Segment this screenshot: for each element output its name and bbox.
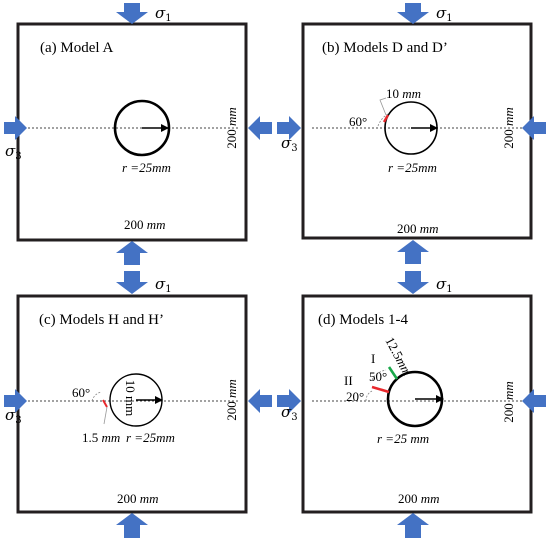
crack xyxy=(102,399,108,408)
height-dimension: 200 mm xyxy=(224,379,239,421)
sigma3-right-arrow xyxy=(248,116,272,140)
radius-label: r =25mm xyxy=(122,160,171,175)
crack-I-label: I xyxy=(371,351,375,366)
width-dimension: 200 mm xyxy=(398,491,440,506)
crack-I xyxy=(387,366,399,380)
height-dimension: 200 mm xyxy=(501,381,516,423)
specimen-frame xyxy=(301,22,533,240)
sigma3-left-arrow xyxy=(277,116,301,140)
angle-arc-II xyxy=(365,390,373,402)
sigma1-top-arrow xyxy=(397,271,429,294)
angle-arc xyxy=(91,391,102,402)
radius-label: r =25mm xyxy=(388,160,437,175)
width-dimension: 200 mm xyxy=(397,221,439,236)
crack-II-label: II xyxy=(344,373,353,388)
crack xyxy=(382,114,390,123)
offset-leader xyxy=(103,406,108,425)
sigma1-top-arrow xyxy=(397,3,429,24)
panel-title: (c) Models H and H’ xyxy=(39,312,164,328)
crack-leader xyxy=(379,97,387,116)
offset-label: 1.5 mm xyxy=(82,430,120,445)
sigma3-right-arrow xyxy=(522,116,546,140)
sigma3-label: σ3 xyxy=(5,406,22,426)
sigma3-label: σ3 xyxy=(281,403,298,423)
panel-a: σ1 σ3 (a) Model A r =25mm 200 mm 200 mm xyxy=(4,3,272,265)
height-dimension: 200 mm xyxy=(224,107,239,149)
panel-b: σ1 σ3 (b) Models D and D’ 10 mm 60° r =2… xyxy=(277,3,546,264)
width-dimension: 200 mm xyxy=(117,491,159,506)
angle-I-label: 50° xyxy=(369,369,387,384)
crack-length-label: 10 mm xyxy=(123,380,138,416)
sigma3-left-arrow xyxy=(277,389,301,413)
angle-arc-I xyxy=(371,369,387,381)
sigma1-label: σ1 xyxy=(155,4,172,24)
sigma1-label: σ1 xyxy=(155,275,172,295)
sigma1-top-arrow xyxy=(116,3,148,24)
sigma1-top-arrow xyxy=(116,271,148,294)
sigma1-bottom-arrow xyxy=(397,513,429,538)
angle-II-label: 20° xyxy=(346,389,364,404)
crack-length-label: 12.5mm xyxy=(382,334,415,378)
specimen-frame xyxy=(16,22,248,242)
sigma3-left-arrow xyxy=(4,389,27,413)
angle-arc xyxy=(377,113,389,127)
panel-title: (b) Models D and D’ xyxy=(322,40,448,56)
crack-length-label: 10 mm xyxy=(386,86,421,101)
sigma1-label: σ1 xyxy=(436,4,453,24)
sigma3-right-arrow xyxy=(248,389,272,413)
sigma3-left-arrow xyxy=(4,116,27,140)
panel-title: (a) Model A xyxy=(40,40,113,56)
specimen-frame xyxy=(301,294,533,514)
radius-label: r =25 mm xyxy=(377,431,429,446)
circular-hole xyxy=(113,99,171,157)
panel-d: σ1 σ3 (d) Models 1-4 12.5mm I 50° II 20°… xyxy=(277,271,546,538)
crack-II xyxy=(371,385,390,394)
radius-label: r =25mm xyxy=(126,430,175,445)
panel-title: (d) Models 1-4 xyxy=(318,312,408,328)
sigma3-right-arrow xyxy=(522,389,546,413)
angle-label: 60° xyxy=(349,114,367,129)
panel-c: σ1 σ3 (c) Models H and H’ 10 mm 60° 1.5 … xyxy=(4,271,272,538)
sigma1-bottom-arrow xyxy=(397,240,429,264)
sigma1-label: σ1 xyxy=(436,275,453,295)
sigma1-bottom-arrow xyxy=(116,241,148,265)
width-dimension: 200 mm xyxy=(124,217,166,232)
sigma3-label: σ3 xyxy=(281,134,298,154)
sigma1-bottom-arrow xyxy=(116,513,148,538)
angle-label: 60° xyxy=(72,385,90,400)
sigma3-label: σ3 xyxy=(5,142,22,162)
height-dimension: 200 mm xyxy=(501,107,516,149)
